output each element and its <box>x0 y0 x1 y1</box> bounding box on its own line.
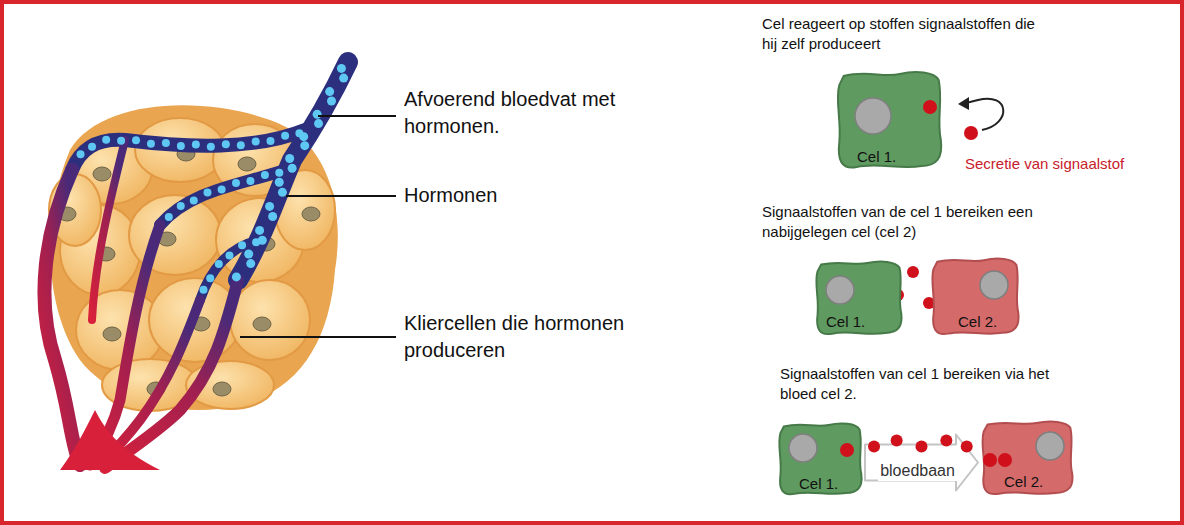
hormone-dot <box>177 202 185 210</box>
hormone-dot <box>225 251 233 259</box>
signal-dot <box>961 441 973 453</box>
hormone-dot <box>207 143 215 151</box>
hormone-dot <box>222 140 230 148</box>
hormone-dot <box>339 74 348 83</box>
signal-dot <box>998 453 1012 467</box>
cell-nucleus <box>253 317 271 331</box>
label-text: Signaalstoffen van de cel 1 bereiken een… <box>762 202 1062 243</box>
hormone-dot <box>192 141 200 149</box>
hormone-dot <box>190 196 198 204</box>
artery-base <box>60 410 160 470</box>
cell-label: Cel 2. <box>1004 473 1043 490</box>
hormone-dot <box>244 250 253 259</box>
artery <box>44 140 238 468</box>
cell-nucleus <box>238 157 256 171</box>
cell-shape: Cel 1. <box>812 258 905 338</box>
hormone-dot <box>275 169 283 177</box>
signal-dot <box>840 443 854 457</box>
hormone-dot <box>278 188 287 197</box>
hormone-dot <box>237 141 245 149</box>
hormone-dot <box>165 213 173 221</box>
signal-dot <box>916 441 928 453</box>
block-arrow <box>865 435 978 491</box>
cell-label: Cel 1. <box>857 148 896 165</box>
hormone-dot <box>246 177 254 185</box>
hormone-dot <box>162 139 170 147</box>
leader-lines <box>240 116 396 337</box>
hormone-dot <box>295 129 303 137</box>
hormone-dot <box>327 97 336 106</box>
signal-dot <box>923 100 937 114</box>
gland-cell <box>230 280 310 360</box>
cell-nucleus <box>826 276 854 304</box>
hormone-dot <box>232 179 240 187</box>
hormone-dot <box>314 119 323 128</box>
label-text: Afvoerend bloedvat met hormonen. <box>404 86 674 140</box>
hormone-dots <box>77 64 349 294</box>
arrow-body <box>865 435 978 491</box>
hormone-dot <box>268 212 277 221</box>
hormone-dot <box>200 286 208 294</box>
cell-nucleus <box>302 207 320 221</box>
cell-label: Cel 1. <box>799 475 838 492</box>
hormone-dot <box>281 132 289 140</box>
hormone-dot <box>275 178 284 187</box>
signal-dot <box>891 435 903 447</box>
label-text: Signaalstoffen van cel 1 bereiken via he… <box>780 364 1070 405</box>
cell-nucleus <box>93 167 111 181</box>
hormone-dot <box>255 226 264 235</box>
hormone-dot <box>252 138 260 146</box>
hormone-dot <box>177 142 185 150</box>
hormone-dot <box>325 87 334 96</box>
hormone-dot <box>132 136 140 144</box>
hormone-dot <box>215 260 223 268</box>
hormone-dot <box>203 188 211 196</box>
cell-body <box>982 422 1072 495</box>
cell-shape: Cel 2. <box>978 418 1076 498</box>
hormone-dot <box>246 259 255 268</box>
cell-body <box>779 423 861 494</box>
signal-dot <box>868 441 880 453</box>
cell-label: Cel 1. <box>826 313 865 330</box>
hormone-dot <box>102 136 110 144</box>
hormone-dot <box>206 274 214 282</box>
cell-nucleus <box>855 98 891 134</box>
label-text: Kliercellen die hormonen produceren <box>404 310 674 364</box>
hormone-dot <box>265 202 274 211</box>
cell-shape: Cel 1. <box>833 68 945 172</box>
label-text: Secretie van signaalstof <box>965 154 1177 174</box>
hormone-dot <box>77 150 85 158</box>
hormone-dot <box>288 164 297 173</box>
cell-body <box>932 259 1018 334</box>
cell-nucleus <box>103 327 121 341</box>
hormone-dot <box>300 141 309 150</box>
hormone-dot <box>285 154 294 163</box>
hormone-dot <box>88 143 96 151</box>
hormone-dot <box>218 185 226 193</box>
cell-body <box>838 72 941 168</box>
hormone-dot <box>337 64 346 73</box>
hormone-dot <box>238 241 246 249</box>
signal-dot <box>940 435 952 447</box>
cell-nucleus <box>789 434 817 462</box>
hormone-dot <box>261 171 269 179</box>
cell-nucleus <box>213 382 231 396</box>
hormone-dot <box>232 272 241 281</box>
cell-shape: Cel 1. <box>775 420 865 498</box>
cell-label: Cel 2. <box>958 313 997 330</box>
hormone-dot <box>313 110 322 119</box>
signal-dot <box>983 453 997 467</box>
hormone-dot <box>117 137 125 145</box>
label-text: Cel reageert op stoffen signaalstoffen d… <box>762 14 1052 55</box>
cell-nucleus <box>980 271 1008 299</box>
label-text: Hormonen <box>404 182 604 209</box>
cell-shape: Cel 2. <box>928 255 1022 338</box>
hormone-dot <box>266 137 274 145</box>
edge-label: bloedbaan <box>878 460 957 482</box>
hormone-dot <box>147 140 155 148</box>
hormone-dot <box>252 238 260 246</box>
cell-body <box>816 262 901 335</box>
cell-nucleus <box>1036 432 1064 460</box>
